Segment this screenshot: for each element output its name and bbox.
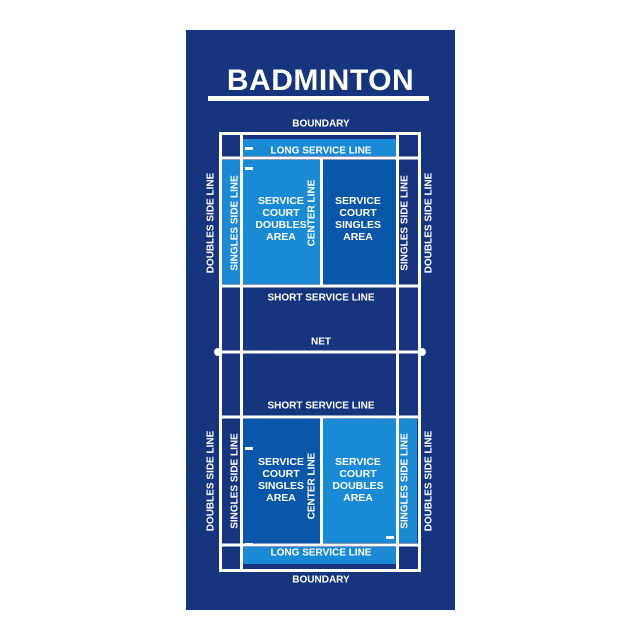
tick-top-2 bbox=[245, 167, 253, 170]
singles-side-line-label-left-top: SINGLES SIDE LINE bbox=[229, 175, 241, 271]
tick-bottom-3 bbox=[386, 536, 394, 539]
long-service-line-label-bottom: LONG SERVICE LINE bbox=[270, 547, 372, 559]
short-service-line-label-bottom: SHORT SERVICE LINE bbox=[267, 400, 375, 412]
long-service-line-label-top: LONG SERVICE LINE bbox=[270, 145, 372, 157]
singles-strip-top-left bbox=[222, 160, 240, 284]
tick-bottom-2 bbox=[245, 543, 253, 546]
doubles-side-line-label-left-top: DOUBLES SIDE LINE bbox=[205, 172, 217, 274]
area-label-top-left: SERVICE COURT DOUBLES AREA bbox=[255, 195, 307, 243]
area-label-bottom-right: SERVICE COURT DOUBLES AREA bbox=[332, 456, 384, 504]
net-post-right bbox=[418, 348, 426, 356]
long-service-strip-bottom bbox=[243, 547, 396, 564]
title-underline bbox=[208, 96, 429, 101]
net-label: NET bbox=[311, 336, 331, 348]
area-label-bottom-left: SERVICE COURT SINGLES AREA bbox=[257, 456, 305, 504]
singles-side-line-label-right-top: SINGLES SIDE LINE bbox=[399, 175, 411, 271]
area-top-right-fill bbox=[323, 160, 396, 284]
long-service-strip-top bbox=[243, 139, 396, 156]
short-service-line-label-top: SHORT SERVICE LINE bbox=[267, 292, 375, 304]
doubles-side-line-label-right-top: DOUBLES SIDE LINE bbox=[423, 172, 435, 274]
boundary-label-bottom: BOUNDARY bbox=[292, 574, 350, 586]
doubles-side-line-label-left-bottom: DOUBLES SIDE LINE bbox=[205, 430, 217, 532]
area-top-left-fill bbox=[243, 160, 320, 284]
doubles-side-line-label-right-bottom: DOUBLES SIDE LINE bbox=[423, 430, 435, 532]
boundary-label-top: BOUNDARY bbox=[292, 118, 350, 130]
singles-side-line-label-left-bottom: SINGLES SIDE LINE bbox=[229, 433, 241, 529]
area-bottom-right-fill bbox=[323, 419, 396, 543]
area-bottom-left-fill bbox=[243, 419, 320, 543]
singles-side-line-label-right-bottom: SINGLES SIDE LINE bbox=[399, 433, 411, 529]
area-label-top-right: SERVICE COURT SINGLES AREA bbox=[334, 195, 382, 243]
tick-bottom-1 bbox=[245, 447, 253, 450]
diagram-title: BADMINTON bbox=[226, 64, 415, 97]
singles-strip-bottom-right bbox=[399, 419, 417, 543]
net-post-left bbox=[214, 348, 222, 356]
tick-top-1 bbox=[245, 147, 253, 150]
